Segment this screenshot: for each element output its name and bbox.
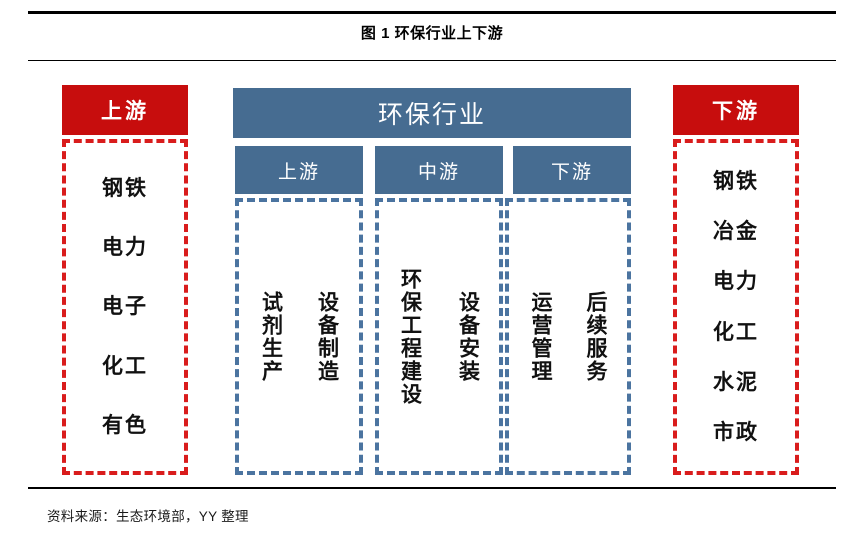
list-item: 有色 [102,414,148,438]
downstream-item-list: 钢铁 冶金 电力 化工 水泥 市政 [673,145,799,470]
list-item: 设备制造 [315,290,339,383]
list-item: 钢铁 [102,176,148,200]
industry-segment-header-midstream: 中游 [375,146,503,194]
list-item: 运营管理 [529,290,552,383]
list-item: 冶金 [713,220,759,244]
page-title: 图 1 环保行业上下游 [360,25,504,42]
industry-segment-box-midstream [375,198,503,475]
list-item: 后续服务 [584,290,607,383]
upstream-dashed-box [62,139,188,475]
upstream-item-list: 钢铁 电力 电子 化工 有色 [62,145,188,470]
list-item: 设备安装 [456,290,480,383]
title-rule-bottom [28,60,836,61]
list-item: 电力 [102,236,148,260]
list-item: 环保工程建设 [398,267,422,406]
industry-segment-box-downstream [505,198,631,475]
list-item: 市政 [713,420,759,444]
industry-header: 环保行业 [233,88,631,138]
source-note: 资料来源：生态环境部，YY 整理 [47,509,249,524]
industry-segment-items-upstream: 试剂生产 设备制造 [235,198,363,475]
list-item: 水泥 [713,370,759,394]
list-item: 试剂生产 [259,290,283,383]
footer-rule [28,487,836,489]
title-rule-top [28,11,836,14]
industry-segment-header-downstream: 下游 [513,146,631,194]
list-item: 电子 [102,295,148,319]
industry-segment-header-upstream: 上游 [235,146,363,194]
downstream-dashed-box [673,139,799,475]
upstream-header: 上游 [62,85,188,135]
list-item: 钢铁 [713,170,759,194]
list-item: 化工 [102,354,148,378]
industry-segment-items-downstream: 运营管理 后续服务 [505,198,631,475]
industry-segment-box-upstream [235,198,363,475]
list-item: 电力 [713,270,759,294]
industry-segment-items-midstream: 环保工程建设 设备安装 [375,198,503,475]
downstream-header: 下游 [673,85,799,135]
list-item: 化工 [713,320,759,344]
